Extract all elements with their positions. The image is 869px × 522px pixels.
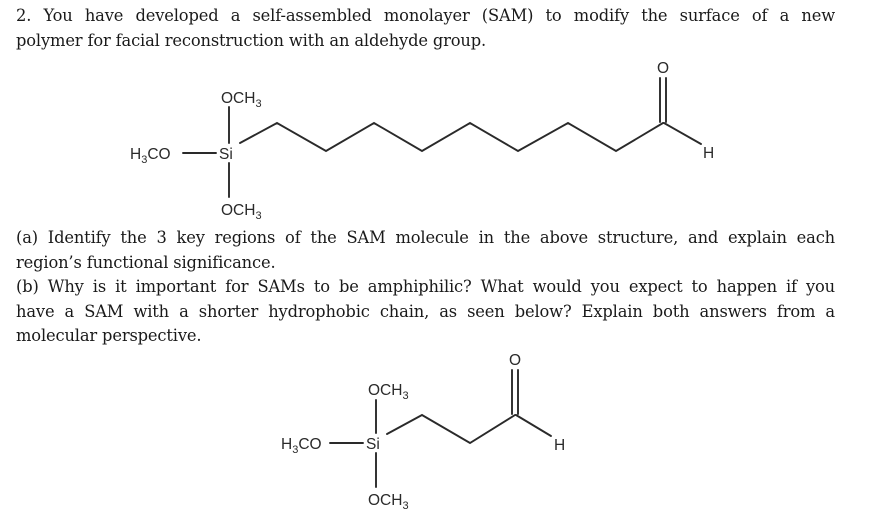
- top-methoxy-label: OCH3: [221, 90, 262, 110]
- intro-line-1: 2. You have developed a self-assembled m…: [16, 6, 835, 25]
- left-methoxy-label: H3CO: [281, 436, 322, 456]
- question-part-b: (b) Why is it important for SAMs to be a…: [16, 275, 835, 349]
- long-chain-sam-structure: [182, 77, 702, 198]
- part-b-line-2: have a SAM with a shorter hydrophobic ch…: [16, 301, 835, 321]
- alkyl-chain: [239, 121, 664, 153]
- short-chain-labels: OCH3 H3CO Si OCH3 O H: [281, 352, 565, 512]
- short-chain-sam-structure: [329, 369, 552, 488]
- aldehyde-ch-bond: [515, 414, 552, 437]
- intro-line-2: polymer for facial reconstruction with a…: [16, 30, 487, 50]
- aldehyde-hydrogen-label: H: [703, 145, 714, 162]
- silicon-label: Si: [366, 436, 380, 453]
- top-methoxy-label: OCH3: [368, 382, 409, 402]
- carbonyl-oxygen-label: O: [657, 60, 669, 77]
- silicon-label: Si: [219, 146, 233, 163]
- part-b-line-3: molecular perspective.: [16, 326, 202, 345]
- aldehyde-ch-bond: [663, 122, 702, 145]
- aldehyde-hydrogen-label: H: [554, 437, 565, 454]
- question-intro: 2. You have developed a self-assembled m…: [16, 4, 835, 53]
- part-a-line-1: (a) Identify the 3 key regions of the SA…: [16, 228, 835, 247]
- alkyl-chain: [386, 413, 516, 445]
- carbonyl-oxygen-label: O: [509, 352, 521, 369]
- long-chain-labels: OCH3 H3CO Si OCH3 O H: [130, 60, 714, 222]
- bottom-methoxy-label: OCH3: [368, 492, 409, 512]
- left-methoxy-label: H3CO: [130, 146, 171, 166]
- part-b-line-1: (b) Why is it important for SAMs to be a…: [16, 277, 835, 296]
- part-a-line-2: region’s functional significance.: [16, 252, 276, 272]
- bottom-methoxy-label: OCH3: [221, 202, 262, 222]
- question-part-a: (a) Identify the 3 key regions of the SA…: [16, 226, 835, 275]
